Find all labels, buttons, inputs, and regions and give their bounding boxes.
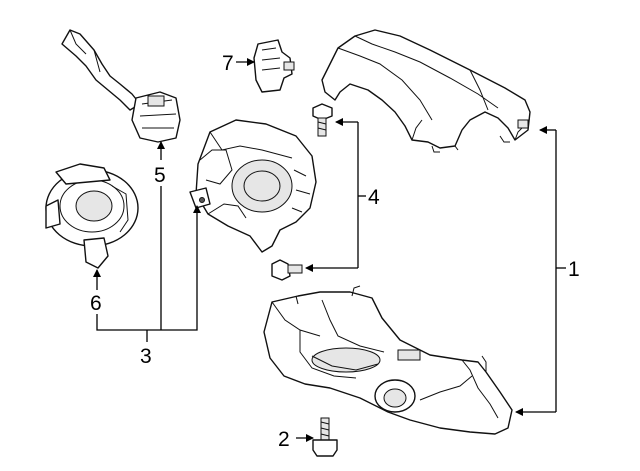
upper-column-shroud — [321, 29, 531, 153]
screw-part-2 — [312, 417, 338, 457]
callout-6: 6 — [90, 292, 102, 315]
callout-2: 2 — [278, 428, 290, 451]
switch-part-7 — [253, 39, 295, 93]
callout-4: 4 — [368, 186, 380, 209]
leader-lines — [93, 58, 566, 442]
bolt-part-4-lower — [271, 259, 303, 281]
callout-1: 1 — [568, 258, 580, 281]
callout-5: 5 — [154, 164, 166, 187]
steering-column-control-module — [189, 119, 317, 253]
callout-labels: 1 2 3 4 5 6 7 — [90, 52, 580, 451]
clockspring-part-6 — [45, 163, 139, 269]
callout-3: 3 — [140, 345, 152, 368]
bolt-part-4-upper — [312, 103, 333, 137]
callout-7: 7 — [222, 52, 234, 75]
lower-column-shroud — [263, 285, 513, 435]
combination-switch-stalk — [61, 29, 181, 143]
